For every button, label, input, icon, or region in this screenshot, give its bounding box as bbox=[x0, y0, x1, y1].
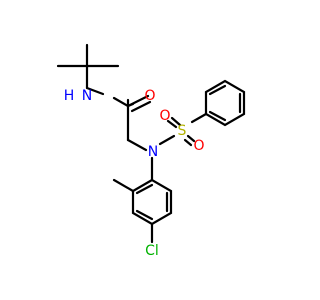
carbonyl-o-label: O bbox=[144, 88, 155, 104]
ring bbox=[204, 79, 246, 127]
bond bbox=[190, 112, 208, 124]
aromatic-bond bbox=[208, 110, 227, 122]
phenyl-ring bbox=[204, 79, 246, 127]
sulfonyl-o-upper-label: O bbox=[159, 108, 170, 124]
ring bbox=[131, 178, 173, 226]
chlorine-label: Cl bbox=[145, 243, 159, 259]
sulfur-label: S bbox=[178, 123, 187, 139]
aromatic-bond bbox=[135, 183, 154, 195]
atom-labels: N H O N S O O Cl bbox=[64, 88, 205, 259]
amide-group bbox=[85, 86, 152, 152]
double-bond bbox=[170, 116, 182, 127]
double-bond bbox=[166, 119, 178, 129]
double-bond bbox=[126, 94, 150, 108]
sulfonyl-o-lower-label: O bbox=[193, 138, 204, 154]
bond bbox=[85, 86, 105, 96]
double-bond bbox=[186, 134, 196, 143]
bond bbox=[126, 138, 148, 152]
chloro-methyl-phenyl-ring bbox=[112, 178, 173, 244]
sulfonamide-n-label: N bbox=[148, 144, 158, 160]
molecule-structure: N H O N S O O Cl bbox=[56, 43, 246, 259]
amide-h-label: H bbox=[64, 88, 75, 104]
double-bond bbox=[183, 138, 193, 147]
tert-butyl-group bbox=[56, 43, 120, 90]
bond bbox=[112, 96, 130, 108]
double-bond bbox=[130, 100, 152, 113]
bond bbox=[158, 134, 176, 146]
aromatic-bond bbox=[208, 84, 227, 96]
aromatic-bond bbox=[135, 209, 154, 221]
sulfonyl-group bbox=[158, 112, 208, 147]
methyl-bond bbox=[112, 178, 135, 193]
amide-n-label: N bbox=[82, 88, 92, 104]
